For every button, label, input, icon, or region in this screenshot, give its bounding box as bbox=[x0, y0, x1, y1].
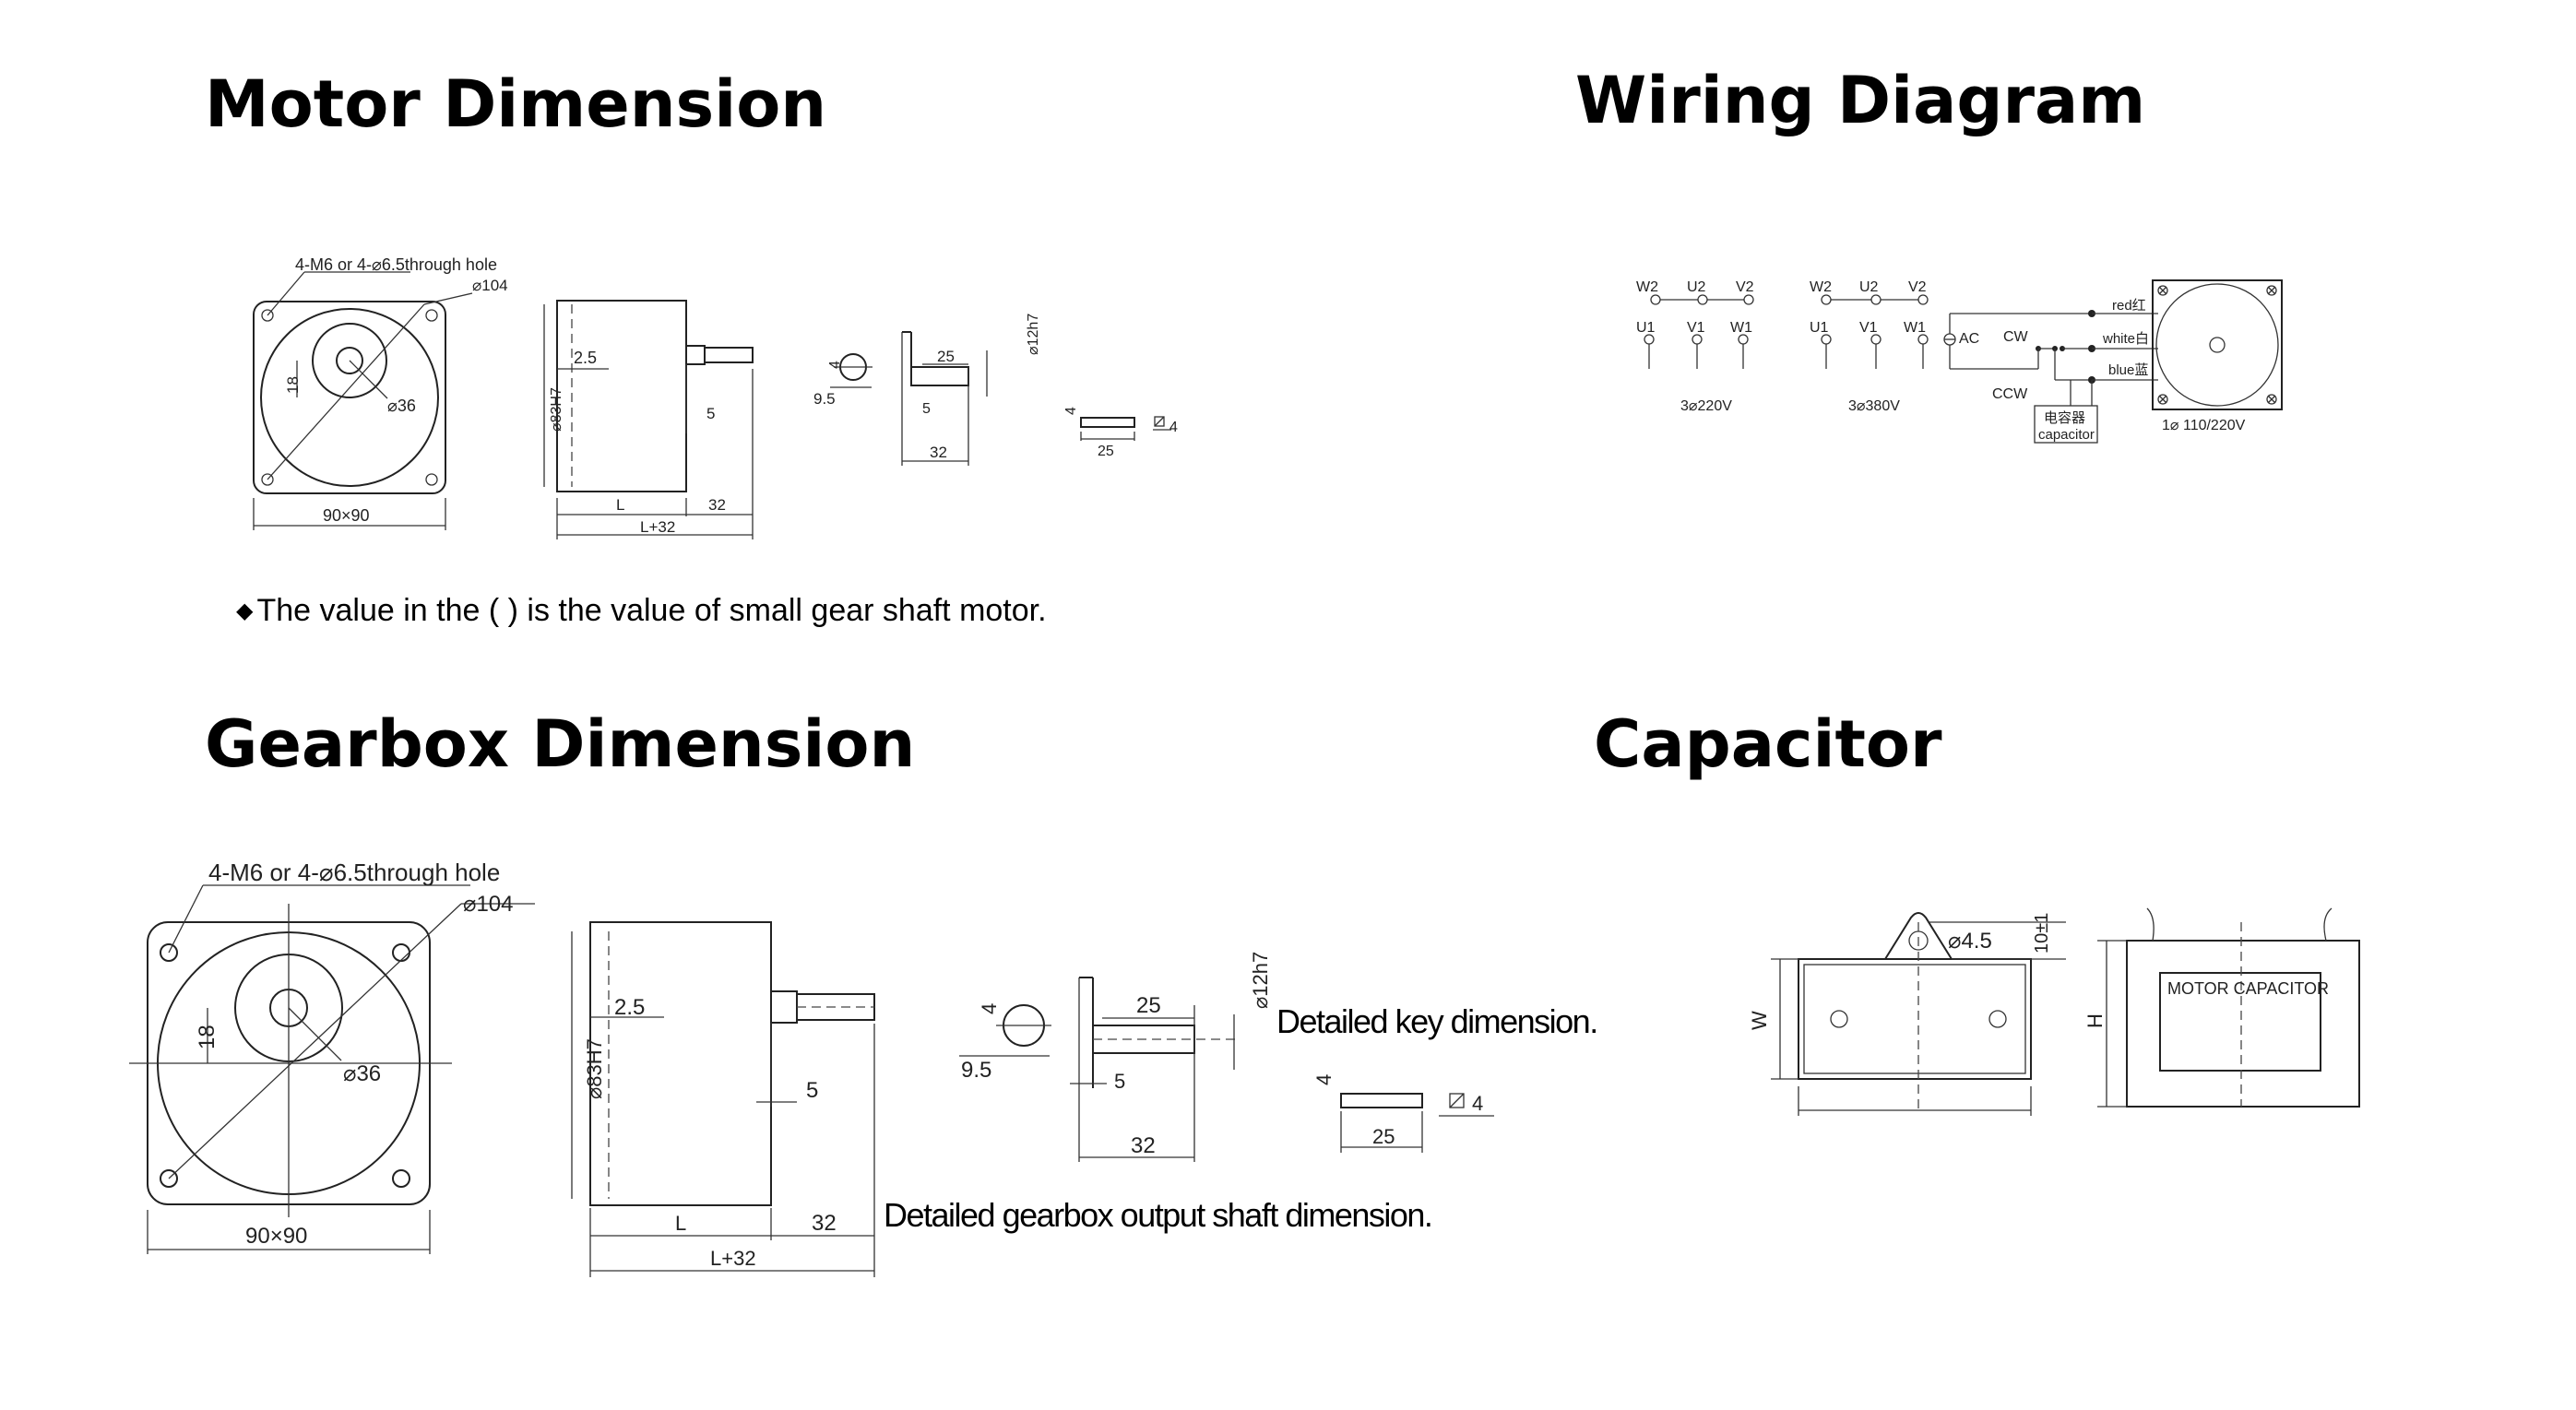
motor-key95-label: 9.5 bbox=[813, 390, 836, 408]
note-bullet: ◆ bbox=[236, 598, 254, 623]
capacitor-side-view bbox=[2097, 907, 2360, 1108]
motor-32-label: 32 bbox=[708, 496, 726, 514]
wiring-b-W1: W1 bbox=[1904, 320, 1926, 336]
motor-five-label: 5 bbox=[706, 405, 715, 422]
motor-L32-label: L+32 bbox=[640, 518, 675, 536]
wiring-b-V1: V1 bbox=[1859, 320, 1878, 336]
wiring-a-W2: W2 bbox=[1636, 279, 1658, 295]
wiring-a-U1: U1 bbox=[1636, 320, 1656, 336]
gearbox-k4-label: 4 bbox=[1312, 1074, 1335, 1085]
motor-c25-label: 2.5 bbox=[574, 349, 597, 367]
wiring-3phase-220 bbox=[1644, 294, 1754, 369]
key-dimension-caption: Detailed key dimension. bbox=[1276, 1002, 1598, 1040]
gearbox-hole-label: 4-M6 or 4-⌀6.5through hole bbox=[208, 859, 500, 886]
gearbox-k4b-label: 4 bbox=[1472, 1092, 1483, 1115]
gearbox-k25-label: 25 bbox=[1372, 1125, 1395, 1148]
capacitor-d45-label: ⌀4.5 bbox=[1948, 929, 1992, 954]
wiring-single-phase bbox=[1943, 279, 2283, 444]
capacitor-front-view bbox=[1771, 912, 2066, 1116]
wiring-a-U2: U2 bbox=[1687, 279, 1706, 295]
wiring-a-V1: V1 bbox=[1687, 320, 1705, 336]
motor-shaft-detail bbox=[830, 331, 988, 466]
motor-k25-label: 25 bbox=[1098, 444, 1114, 459]
wiring-a-V2: V2 bbox=[1736, 279, 1754, 295]
wiring-white-label: white白 bbox=[2102, 331, 2149, 347]
wiring-single-label: 1⌀ 110/220V bbox=[2162, 418, 2246, 433]
gearbox-five-label: 5 bbox=[806, 1078, 818, 1103]
capacitor-title: Capacitor bbox=[1594, 706, 1942, 782]
capacitor-10-label: 10±1 bbox=[2032, 913, 2052, 954]
wiring-b-U2: U2 bbox=[1859, 279, 1879, 295]
capacitor-motor-cap-label: MOTOR CAPACITOR bbox=[2167, 979, 2329, 998]
gearbox-shaft5-label: 5 bbox=[1114, 1070, 1125, 1093]
wiring-b-V2: V2 bbox=[1908, 279, 1927, 295]
gearbox-c25-label: 2.5 bbox=[614, 995, 645, 1020]
motor-d36-label: ⌀36 bbox=[387, 397, 416, 415]
motor-shaft32-label: 32 bbox=[930, 444, 947, 461]
motor-note: ◆The value in the ( ) is the value of sm… bbox=[236, 595, 1047, 626]
gearbox-dimension-title: Gearbox Dimension bbox=[205, 706, 916, 782]
motor-shaft25-label: 25 bbox=[937, 348, 955, 365]
gearbox-d12-label: ⌀12h7 bbox=[1249, 952, 1272, 1009]
shaft-dimension-caption: Detailed gearbox output shaft dimension. bbox=[884, 1196, 1433, 1234]
motor-d83-label: ⌀83H7 bbox=[549, 387, 564, 432]
wiring-a-W1: W1 bbox=[1730, 320, 1752, 336]
gearbox-shaft-detail bbox=[959, 977, 1236, 1162]
motor-k4b-label: 4 bbox=[1169, 420, 1178, 435]
gearbox-L32-label: L+32 bbox=[710, 1247, 756, 1270]
motor-k4-label: 4 bbox=[1063, 407, 1079, 415]
wiring-220v-label: 3⌀220V bbox=[1680, 398, 1732, 414]
note-text: The value in the ( ) is the value of sma… bbox=[256, 593, 1047, 628]
gearbox-side-view bbox=[571, 921, 875, 1277]
motor-front-view bbox=[253, 271, 473, 530]
wiring-cw-label: CW bbox=[2003, 329, 2029, 345]
gearbox-L-label: L bbox=[675, 1212, 686, 1235]
wiring-blue-label: blue蓝 bbox=[2108, 362, 2148, 378]
motor-key4-label: 4 bbox=[827, 361, 843, 369]
wiring-3phase-380 bbox=[1821, 294, 1929, 369]
wiring-cap-cn-label: 电容器 bbox=[2044, 410, 2085, 426]
wiring-red-label: red红 bbox=[2112, 298, 2146, 314]
gearbox-size-label: 90×90 bbox=[245, 1224, 307, 1249]
gearbox-d104-label: ⌀104 bbox=[463, 892, 514, 917]
motor-key-detail bbox=[1080, 416, 1171, 441]
wiring-cap-label: capacitor bbox=[2038, 427, 2095, 443]
gearbox-front-view bbox=[129, 884, 535, 1254]
motor-d12-label: ⌀12h7 bbox=[1026, 314, 1041, 355]
capacitor-W-label: W bbox=[1748, 1011, 1771, 1030]
motor-shaft5-label: 5 bbox=[922, 401, 931, 417]
gearbox-32-label: 32 bbox=[812, 1211, 837, 1236]
wiring-b-W2: W2 bbox=[1810, 279, 1832, 295]
wiring-b-U1: U1 bbox=[1810, 320, 1829, 336]
motor-size-label: 90×90 bbox=[323, 506, 370, 525]
motor-dimension-title: Motor Dimension bbox=[205, 66, 827, 142]
motor-d104-label: ⌀104 bbox=[472, 277, 508, 294]
gearbox-key-detail bbox=[1340, 1093, 1494, 1153]
motor-h18-label: 18 bbox=[284, 376, 302, 394]
wiring-diagram-title: Wiring Diagram bbox=[1575, 63, 2146, 138]
gearbox-shaft32-label: 32 bbox=[1131, 1133, 1156, 1158]
motor-side-view bbox=[543, 300, 754, 539]
gearbox-d83-label: ⌀83H7 bbox=[583, 1038, 606, 1099]
motor-hole-label: 4-M6 or 4-⌀6.5through hole bbox=[295, 255, 497, 274]
capacitor-H-label: H bbox=[2083, 1013, 2107, 1028]
gearbox-h18-label: 18 bbox=[195, 1025, 220, 1049]
wiring-ac-label: AC bbox=[1959, 331, 1979, 347]
gearbox-shaft25-label: 25 bbox=[1136, 993, 1161, 1018]
wiring-380v-label: 3⌀380V bbox=[1848, 398, 1900, 414]
gearbox-key4-label: 4 bbox=[978, 1003, 1001, 1014]
gearbox-key95-label: 9.5 bbox=[961, 1058, 991, 1083]
motor-L-label: L bbox=[616, 496, 624, 514]
gearbox-d36-label: ⌀36 bbox=[343, 1061, 381, 1086]
wiring-ccw-label: CCW bbox=[1992, 386, 2028, 402]
